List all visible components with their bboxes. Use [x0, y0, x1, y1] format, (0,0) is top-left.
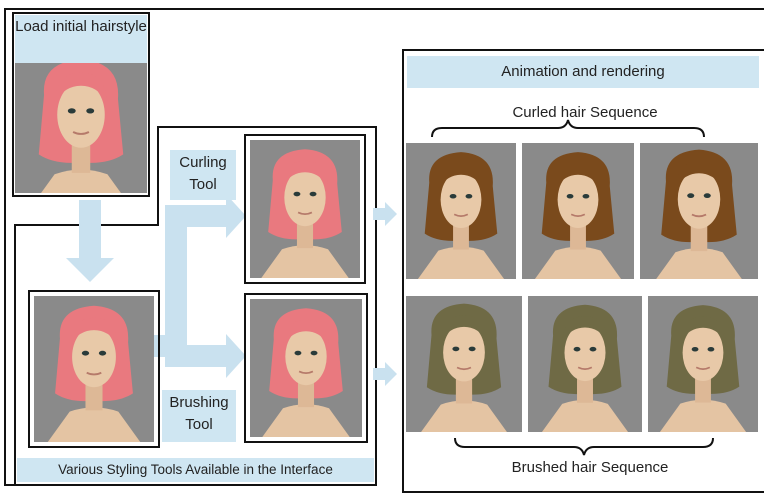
curled-seq-image-1	[406, 143, 516, 279]
curled-sequence-label: Curled hair Sequence	[485, 104, 685, 121]
curling-tool-label-text: Curling Tool	[179, 154, 227, 193]
brushed-seq-image-3	[648, 296, 758, 432]
head-illustration	[406, 143, 516, 279]
animation-title: Animation and rendering	[407, 56, 759, 88]
initial-hairstyle-image	[15, 63, 147, 193]
animation-title-text: Animation and rendering	[501, 63, 664, 80]
curling-tool-label: Curling Tool	[170, 150, 236, 200]
down-arrow	[66, 200, 114, 282]
head-illustration	[648, 296, 758, 432]
brushing-tool-label-text: Brushing Tool	[169, 394, 228, 433]
brushed-sequence-label: Brushed hair Sequence	[490, 459, 690, 476]
head-illustration	[15, 63, 147, 193]
head-illustration	[640, 143, 758, 279]
curled-result-image	[250, 140, 360, 278]
styling-caption: Various Styling Tools Available in the I…	[17, 458, 374, 482]
branch-arrow	[150, 194, 246, 378]
brushed-seq-image-2	[528, 296, 642, 432]
head-illustration	[250, 299, 362, 437]
styling-caption-text: Various Styling Tools Available in the I…	[58, 462, 333, 477]
brushing-tool-label: Brushing Tool	[162, 390, 236, 442]
load-initial-label-text: Load initial hairstyle	[15, 18, 147, 35]
brushed-result-image	[250, 299, 362, 437]
to-animation-arrow-1	[373, 202, 397, 226]
brushed-seq-image-1	[406, 296, 522, 432]
curled-seq-image-2	[522, 143, 634, 279]
load-initial-label: Load initial hairstyle	[15, 15, 147, 63]
head-illustration	[528, 296, 642, 432]
head-illustration	[522, 143, 634, 279]
to-animation-arrow-2	[373, 362, 397, 386]
head-illustration	[34, 296, 154, 442]
curled-seq-image-3	[640, 143, 758, 279]
brushed-brace	[455, 438, 713, 455]
head-illustration	[406, 296, 522, 432]
styled-base-image	[34, 296, 154, 442]
curled-brace	[432, 120, 704, 137]
head-illustration	[250, 140, 360, 278]
